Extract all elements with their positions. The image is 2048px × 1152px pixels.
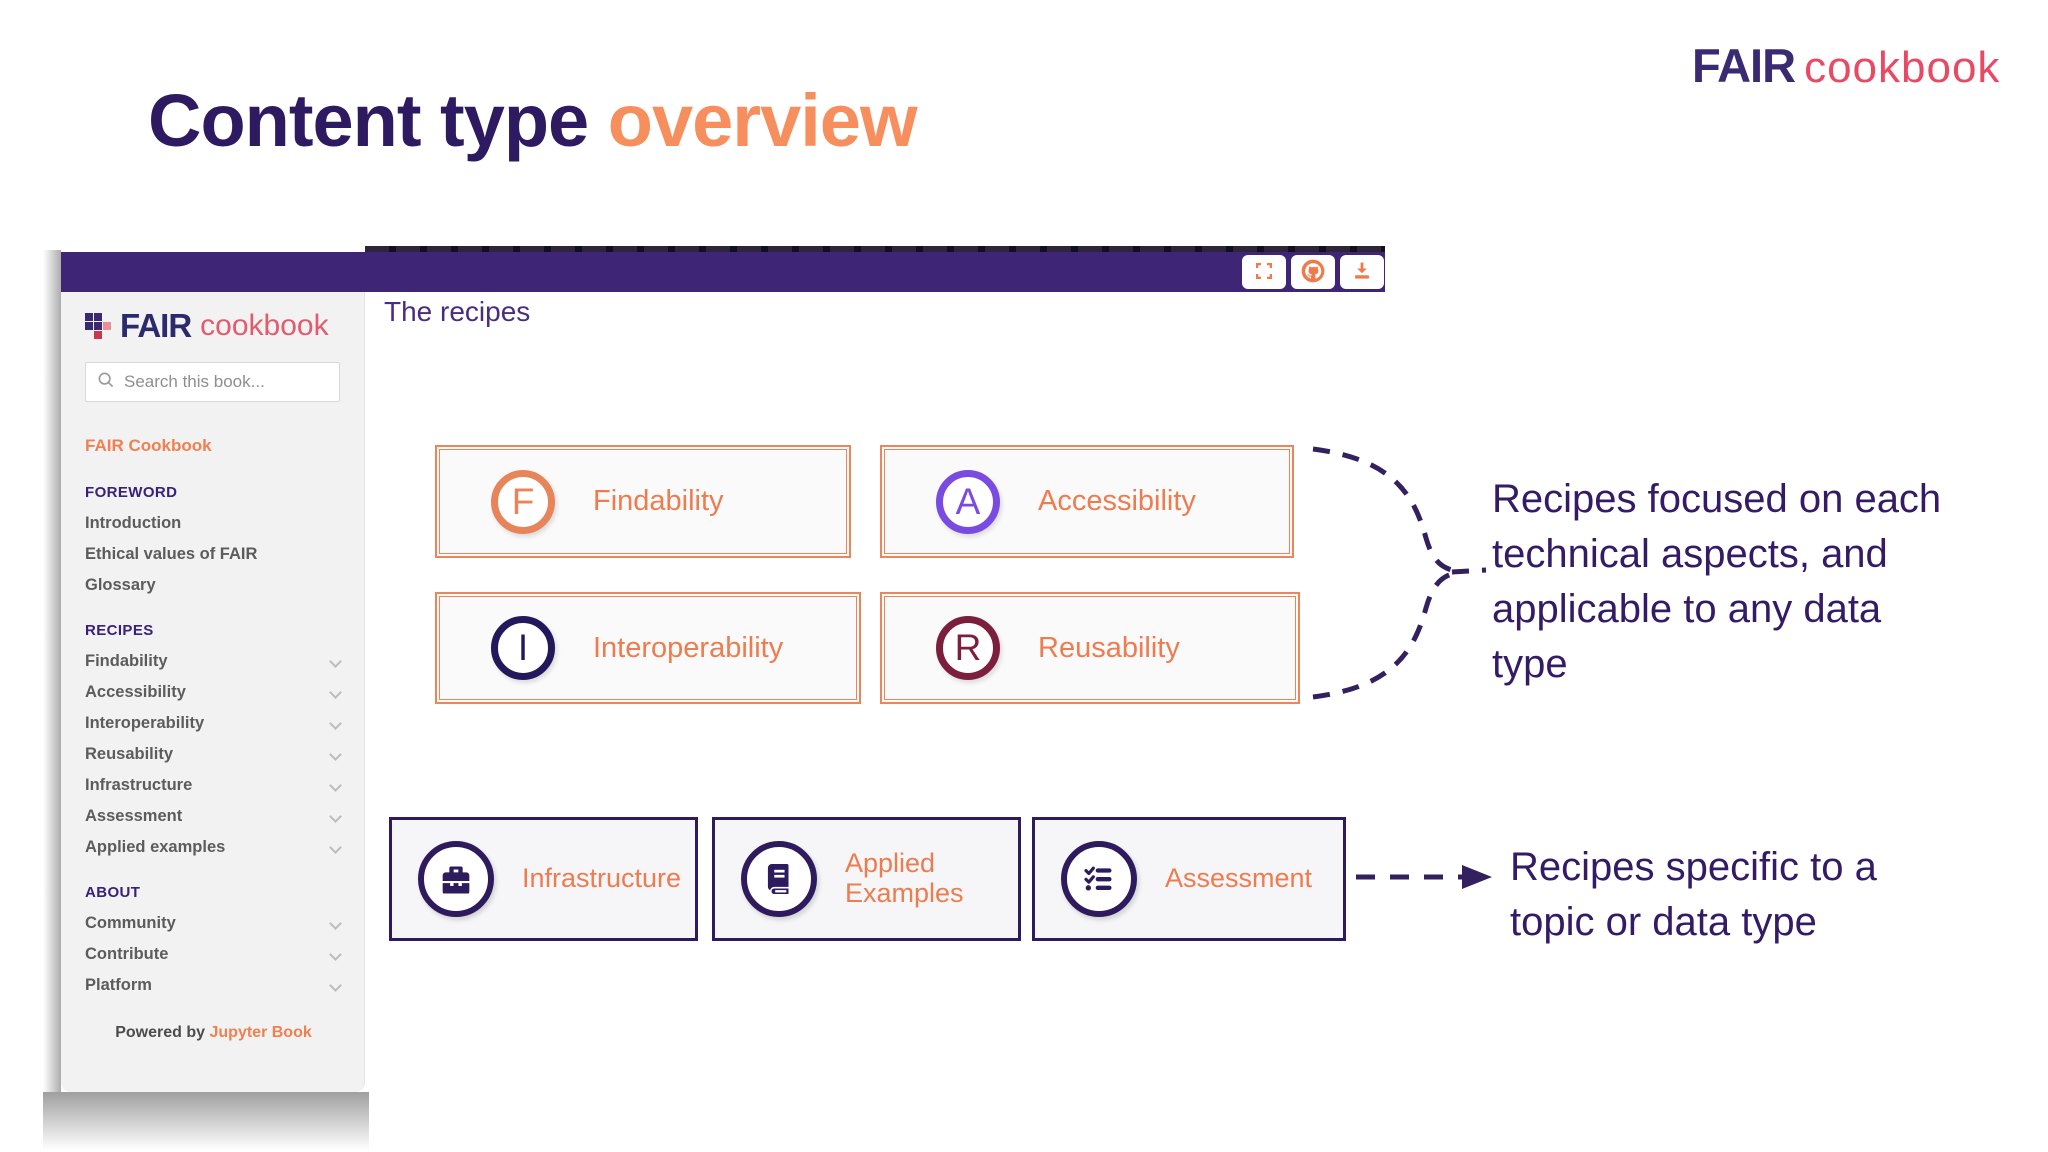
chevron-down-icon[interactable] xyxy=(329,654,342,668)
sidebar-item-findability[interactable]: Findability xyxy=(85,652,342,670)
checklist-icon xyxy=(1061,841,1137,917)
window-shadow-bottom xyxy=(43,1092,369,1150)
sidebar: FAIR cookbook FAIR Cookbook FOREWORD Int… xyxy=(61,292,365,1092)
reusability-label: Reusability xyxy=(1038,631,1180,664)
chevron-down-icon[interactable] xyxy=(329,747,342,761)
sidebar-item-contribute[interactable]: Contribute xyxy=(85,945,342,963)
sidebar-item-fair-cookbook[interactable]: FAIR Cookbook xyxy=(85,436,212,455)
download-icon xyxy=(1350,259,1374,286)
sidebar-section-foreword: FOREWORD xyxy=(85,484,178,501)
sidebar-item-reusability[interactable]: Reusability xyxy=(85,745,342,763)
sidebar-item-accessibility[interactable]: Accessibility xyxy=(85,683,342,701)
fair-cookbook-logo: FAIR cookbook xyxy=(1692,38,2000,93)
assessment-label: Assessment xyxy=(1165,863,1313,894)
sidebar-item-applied-examples[interactable]: Applied examples xyxy=(85,838,342,856)
toolbox-icon xyxy=(418,841,494,917)
sidebar-item-platform[interactable]: Platform xyxy=(85,976,342,994)
page-title: Content type overview xyxy=(148,78,918,163)
sidebar-item-assessment[interactable]: Assessment xyxy=(85,807,342,825)
sidebar-item-infrastructure[interactable]: Infrastructure xyxy=(85,776,342,794)
window-top-edge xyxy=(365,246,1385,253)
sidebar-item-community[interactable]: Community xyxy=(85,914,342,932)
applied-examples-label: Applied Examples xyxy=(845,848,964,908)
search-input[interactable] xyxy=(124,372,324,392)
sidebar-item-glossary[interactable]: Glossary xyxy=(85,576,156,594)
search-icon xyxy=(96,370,116,395)
download-button[interactable] xyxy=(1340,255,1384,289)
logo-fair-text: FAIR xyxy=(1692,39,1796,92)
sidebar-section-about: ABOUT xyxy=(85,884,141,901)
accessibility-circle-icon: A xyxy=(936,469,1000,534)
fullscreen-button[interactable] xyxy=(1242,255,1286,289)
window-toolbar xyxy=(1242,255,1384,289)
interoperability-box[interactable]: I Interoperability xyxy=(435,592,861,704)
applied-examples-box[interactable]: Applied Examples xyxy=(712,817,1021,941)
sidebar-item-introduction[interactable]: Introduction xyxy=(85,514,182,532)
interoperability-label: Interoperability xyxy=(593,631,784,664)
findability-label: Findability xyxy=(593,485,724,517)
chevron-down-icon[interactable] xyxy=(329,685,342,699)
chevron-down-icon[interactable] xyxy=(329,809,342,823)
title-accent: overview xyxy=(607,79,918,162)
infrastructure-box[interactable]: Infrastructure xyxy=(389,817,698,941)
github-icon xyxy=(1300,258,1326,287)
brace-bottom-curve xyxy=(1312,570,1457,700)
brace-top-curve xyxy=(1312,446,1457,574)
chevron-down-icon[interactable] xyxy=(329,716,342,730)
assessment-box[interactable]: Assessment xyxy=(1032,817,1346,941)
github-button[interactable] xyxy=(1291,255,1335,289)
title-main: Content type xyxy=(148,79,589,162)
accessibility-box[interactable]: A Accessibility xyxy=(880,445,1294,558)
logo-cookbook-text: cookbook xyxy=(1804,43,2001,92)
sidebar-nav: FAIR Cookbook FOREWORD Introduction Ethi… xyxy=(61,436,364,1042)
fullscreen-icon xyxy=(1252,259,1276,286)
accessibility-label: Accessibility xyxy=(1038,485,1196,517)
sidebar-logo: FAIR cookbook xyxy=(61,292,364,346)
chevron-down-icon[interactable] xyxy=(329,978,342,992)
infrastructure-label: Infrastructure xyxy=(522,863,682,894)
chevron-down-icon[interactable] xyxy=(329,916,342,930)
sidebar-item-ethical-values[interactable]: Ethical values of FAIR xyxy=(85,545,258,563)
brace-tail xyxy=(1451,567,1487,575)
topic-note: Recipes specific to a topic or data type xyxy=(1510,845,1877,944)
chevron-down-icon[interactable] xyxy=(329,947,342,961)
chevron-down-icon[interactable] xyxy=(329,778,342,792)
chevron-down-icon[interactable] xyxy=(329,840,342,854)
findability-circle-icon: F xyxy=(491,469,555,534)
sidebar-logo-cookbook: cookbook xyxy=(200,309,329,342)
findability-box[interactable]: F Findability xyxy=(435,445,851,558)
sidebar-item-interoperability[interactable]: Interoperability xyxy=(85,714,342,732)
arrowhead xyxy=(1462,865,1492,889)
jupyter-book-link[interactable]: Jupyter Book xyxy=(209,1024,312,1041)
powered-by-text: Powered by xyxy=(115,1024,206,1041)
book-icon xyxy=(741,841,817,917)
window-header-bar xyxy=(61,252,1385,292)
reusability-box[interactable]: R Reusability xyxy=(880,592,1300,704)
sidebar-footer: Powered by Jupyter Book xyxy=(85,1024,342,1042)
technical-note: Recipes focused on each technical aspect… xyxy=(1492,477,1942,686)
window-shadow-left xyxy=(43,250,61,1092)
interoperability-circle-icon: I xyxy=(491,616,555,680)
sidebar-logo-fair: FAIR xyxy=(120,307,192,344)
sidebar-section-recipes: RECIPES xyxy=(85,622,154,639)
fair-pixel-icon xyxy=(85,313,111,339)
window-page-title: The recipes xyxy=(384,296,531,327)
search-box[interactable] xyxy=(85,362,340,402)
reusability-circle-icon: R xyxy=(936,616,1000,680)
